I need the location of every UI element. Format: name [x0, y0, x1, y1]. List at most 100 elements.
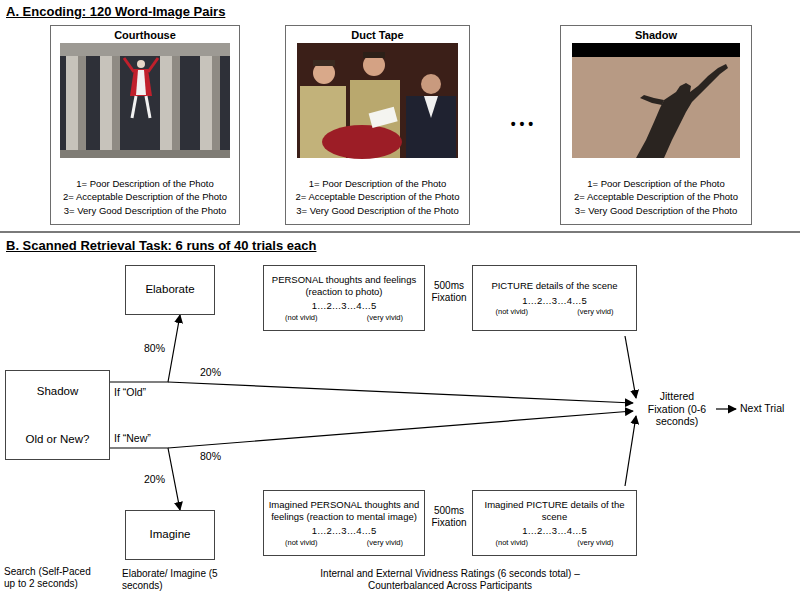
photo-figure-arm	[124, 58, 134, 72]
annotation-text: • • •	[497, 116, 547, 133]
rating-box: PICTURE details of the scene 1…2…3…4…5(no…	[472, 265, 637, 331]
branch-line	[168, 411, 633, 448]
scale-anchors: (not vivid) (very vivid)	[285, 538, 403, 547]
photo-figure-leg	[146, 96, 150, 118]
rating-scale: 1…2…3…4…5	[312, 525, 376, 536]
branch-probability: 80%	[143, 342, 166, 355]
photo-figure-arm	[148, 58, 158, 72]
photo-black-bar	[572, 43, 740, 57]
photo-column	[66, 56, 86, 152]
word-title: Shadow	[561, 28, 751, 42]
photo-figure-head	[137, 60, 145, 68]
converge-line	[625, 336, 636, 398]
rating-box: Imagined PICTURE details of the scene 1…2…	[472, 490, 637, 556]
phase-box: Elaborate	[125, 265, 215, 315]
photo-papers	[369, 107, 398, 128]
photo-officer-hair	[363, 52, 385, 58]
cue-question: Old or New?	[26, 433, 90, 447]
rating-options: 1= Poor Description of the Photo2= Accep…	[54, 177, 236, 218]
photo-suit	[406, 96, 456, 158]
photo-officer-hair	[313, 60, 335, 66]
rating-prompt: PICTURE details of the scene	[491, 280, 617, 291]
rating-options: 1= Poor Description of the Photo2= Accep…	[289, 177, 466, 218]
photo-column	[100, 56, 120, 152]
photo-silhouette-arm	[640, 95, 664, 105]
rating-box: PERSONAL thoughts and feelings (reaction…	[263, 265, 425, 331]
word-title: Duct Tape	[286, 28, 469, 42]
annotation-text: If “Old”	[114, 386, 168, 399]
rating-option: 1= Poor Description of the Photo	[564, 177, 748, 191]
annotation-text: Elaborate/ Imagine (5 seconds)	[122, 568, 222, 592]
scale-anchor: (not vivid)	[285, 538, 318, 547]
stimulus-card: Courthouse 1= Poor Description of the Pho…	[50, 25, 240, 225]
rating-scale: 1…2…3…4…5	[522, 295, 586, 306]
photo-figure-stripe	[136, 70, 146, 95]
photo-red-figure	[322, 125, 402, 159]
branch-arrow	[110, 315, 180, 382]
photo-column-shade	[172, 56, 180, 152]
scale-anchors: (not vivid) (very vivid)	[285, 313, 403, 322]
cue-box: ShadowOld or New?	[5, 370, 110, 460]
branch-arrow	[110, 448, 180, 510]
rating-option: 1= Poor Description of the Photo	[54, 177, 236, 191]
cue-word: Shadow	[37, 385, 79, 399]
photo-column-shade	[212, 56, 220, 152]
annotation-text: 20%	[200, 366, 234, 379]
shadow-photo	[572, 43, 740, 158]
rating-option: 3= Very Good Description of the Photo	[564, 204, 748, 218]
photo-entablature	[60, 43, 230, 56]
phase-name: Elaborate	[145, 283, 194, 297]
annotation-text: Next Trial	[740, 402, 798, 415]
rating-option: 2= Acceptable Description of the Photo	[289, 190, 466, 204]
rating-box: Imagined PERSONAL thoughts and feelings …	[263, 490, 425, 556]
phase-name: Imagine	[150, 528, 191, 542]
scale-anchor: (very vivid)	[367, 313, 403, 322]
photo-column-shade	[78, 56, 86, 152]
stimulus-card: Duct Tape 1= Poor Description of the Phot…	[285, 25, 470, 225]
stimulus-card: Shadow 1= Poor Description of the Photo2=…	[560, 25, 752, 225]
rating-prompt: PERSONAL thoughts and feelings (reaction…	[267, 274, 421, 297]
annotation-text: 500ms Fixation	[426, 505, 472, 529]
rating-scale: 1…2…3…4…5	[312, 300, 376, 311]
rating-option: 2= Acceptable Description of the Photo	[54, 190, 236, 204]
rating-options: 1= Poor Description of the Photo2= Accep…	[564, 177, 748, 218]
word-title: Courthouse	[51, 28, 239, 42]
duct-tape-photo	[297, 43, 458, 158]
phase-box: Imagine	[125, 510, 215, 560]
rating-option: 2= Acceptable Description of the Photo	[564, 190, 748, 204]
courthouse-photo	[60, 43, 230, 158]
branch-probability: 20%	[143, 473, 166, 486]
rating-scale: 1…2…3…4…5	[522, 525, 586, 536]
annotation-text: Internal and External Vividness Ratings …	[290, 568, 610, 592]
rating-prompt: Imagined PICTURE details of the scene	[476, 499, 633, 522]
scale-anchor: (not vivid)	[496, 307, 529, 316]
annotation-text: 80%	[200, 450, 234, 463]
section-separator	[0, 231, 800, 233]
photo-figure-leg	[132, 96, 136, 118]
annotation-text: 500ms Fixation	[426, 280, 472, 304]
photo-silhouette	[636, 64, 728, 158]
photo-shirt	[424, 96, 438, 118]
photo-suit-head	[421, 74, 441, 94]
rating-option: 3= Very Good Description of the Photo	[54, 204, 236, 218]
section-heading: A. Encoding: 120 Word-Image Pairs	[6, 4, 366, 20]
scale-anchor: (not vivid)	[285, 313, 318, 322]
photo-column	[200, 56, 220, 152]
photo-steps	[60, 150, 230, 158]
photo-figure-body	[130, 69, 152, 96]
photo-column-shade	[112, 56, 120, 152]
branch-line	[168, 382, 633, 403]
annotation-text: Jittered Fixation (0-6 seconds)	[640, 390, 714, 428]
annotation-text: Search (Self-Paced up to 2 seconds)	[4, 566, 104, 590]
annotation-text: If “New”	[114, 432, 168, 445]
scale-anchor: (not vivid)	[496, 538, 529, 547]
rating-prompt: Imagined PERSONAL thoughts and feelings …	[267, 499, 421, 522]
next-arrow	[716, 408, 736, 409]
scale-anchors: (not vivid)(very vivid)	[496, 307, 614, 316]
rating-option: 3= Very Good Description of the Photo	[289, 204, 466, 218]
scale-anchor: (very vivid)	[367, 538, 403, 547]
scale-anchors: (not vivid)(very vivid)	[496, 538, 614, 547]
rating-option: 1= Poor Description of the Photo	[289, 177, 466, 191]
section-heading: B. Scanned Retrieval Task: 6 runs of 40 …	[6, 238, 426, 254]
